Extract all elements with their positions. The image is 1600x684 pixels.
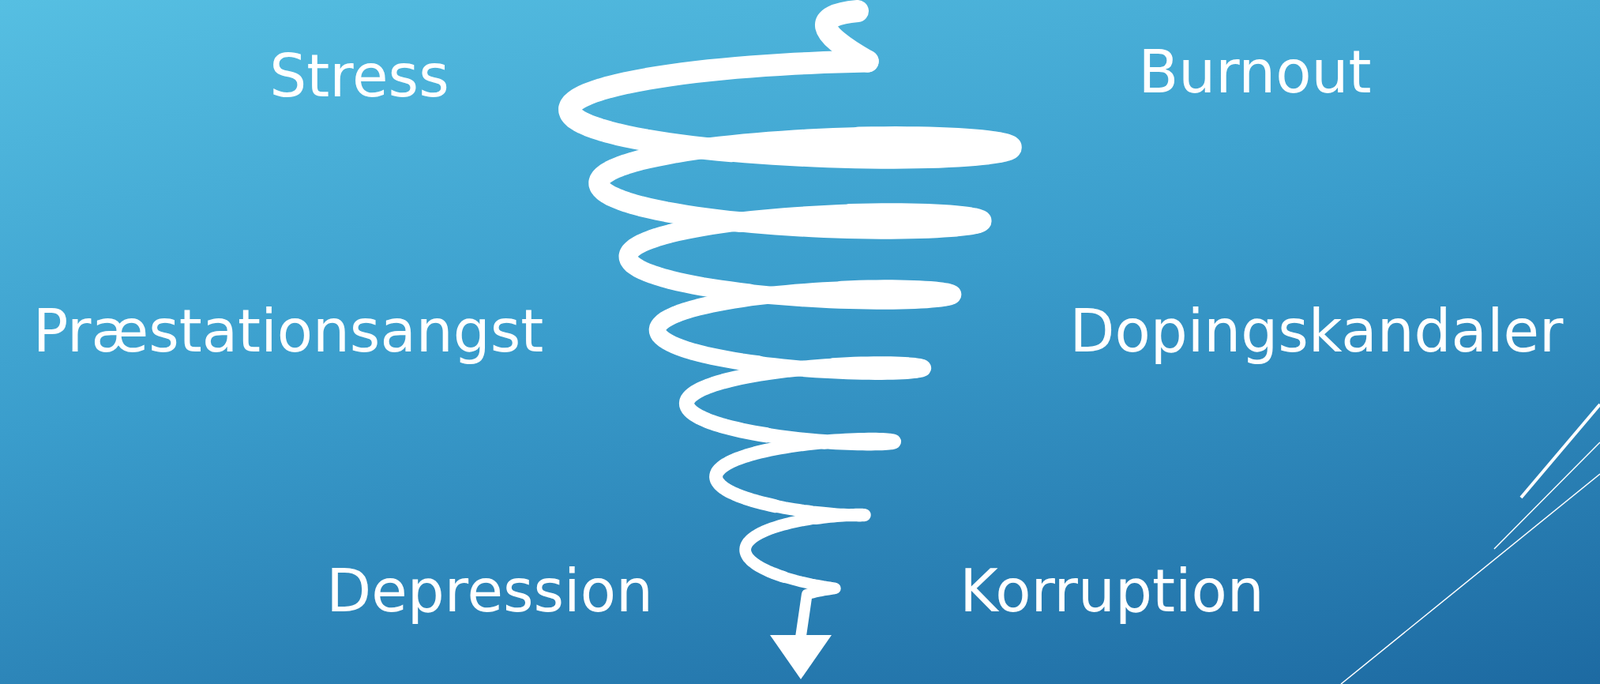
topic-label: Dopingskandaler: [1070, 297, 1564, 365]
spiral-segment: [687, 365, 834, 436]
spiral-segment: [745, 518, 816, 577]
spiral-segment: [716, 442, 825, 507]
topic-label: Præstationsangst: [33, 297, 544, 365]
deco-line: [1340, 473, 1600, 684]
topic-label: Burnout: [1138, 38, 1372, 106]
topic-label: Depression: [326, 557, 654, 625]
spiral-segment: [657, 289, 842, 365]
spiral-segment: [627, 213, 850, 293]
topic-label: Stress: [269, 42, 449, 110]
spiral-segment: [784, 577, 836, 638]
arrow-head: [769, 634, 832, 680]
deco-line: [1494, 442, 1600, 549]
topic-label: Korruption: [959, 557, 1264, 625]
spiral-segment: [826, 11, 868, 62]
spiral-ribbon: [569, 11, 1011, 637]
